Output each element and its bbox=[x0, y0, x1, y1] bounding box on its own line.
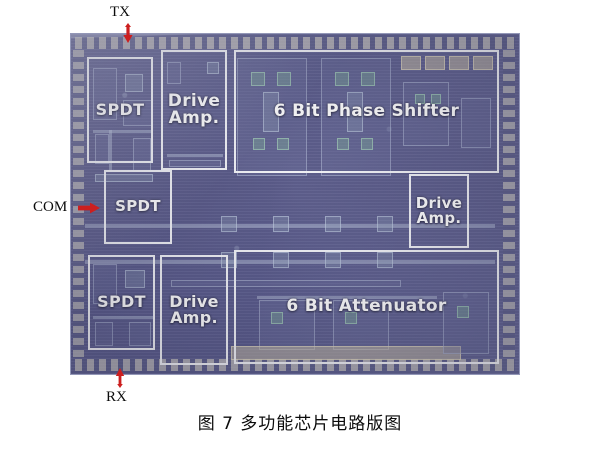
die-cell bbox=[273, 252, 289, 268]
die-cell bbox=[321, 58, 391, 176]
region-drive-amp-top[interactable]: Drive Amp. bbox=[161, 50, 227, 170]
region-attenuator-label: 6 Bit Attenuator bbox=[286, 296, 447, 317]
die-cell bbox=[95, 322, 113, 346]
region-phase-shifter[interactable]: 6 Bit Phase Shifter bbox=[234, 50, 499, 173]
die-trace bbox=[167, 154, 223, 157]
die-trace bbox=[93, 316, 153, 319]
die-cell bbox=[171, 280, 401, 287]
region-drive-amp-bottom[interactable]: Drive Amp. bbox=[160, 255, 228, 365]
die-cell bbox=[377, 216, 393, 232]
die-cell bbox=[361, 138, 373, 150]
bond-pad-rail-top bbox=[75, 37, 515, 49]
region-spdt-mid[interactable]: SPDT bbox=[104, 170, 172, 244]
die-cell bbox=[263, 92, 279, 132]
die-cell bbox=[95, 174, 153, 182]
die-cell bbox=[457, 306, 469, 318]
region-drive-amp-right-label-line2: Amp. bbox=[416, 209, 462, 227]
die-cell bbox=[237, 58, 307, 176]
bond-pad-rail-left bbox=[73, 50, 84, 358]
region-drive-amp-bottom-label-line1: Drive bbox=[169, 291, 219, 311]
die-cell bbox=[403, 82, 449, 146]
region-drive-amp-right[interactable]: Drive Amp. bbox=[409, 174, 469, 248]
die-cell bbox=[221, 216, 237, 232]
die-cell bbox=[449, 56, 469, 70]
die-cell bbox=[401, 56, 421, 70]
pin-label-tx: TX bbox=[110, 4, 130, 20]
die-cell bbox=[207, 62, 219, 74]
die-cell bbox=[337, 138, 349, 150]
die-trace bbox=[85, 260, 495, 264]
die-cell bbox=[325, 216, 341, 232]
die-cell bbox=[273, 216, 289, 232]
region-spdt-bottom[interactable]: SPDT bbox=[88, 255, 155, 350]
die-cell bbox=[169, 160, 221, 167]
die-cell bbox=[473, 56, 493, 70]
die-cell bbox=[271, 312, 283, 324]
die-cell bbox=[377, 252, 393, 268]
die-cell bbox=[129, 322, 151, 346]
chip-die-photo: SPDT Drive Amp. 6 Bit Phase Shifter SPDT… bbox=[71, 34, 519, 374]
die-trace bbox=[93, 130, 153, 133]
die-cell bbox=[415, 94, 425, 104]
die-trace bbox=[85, 224, 495, 228]
region-drive-amp-top-label-line2: Amp. bbox=[168, 108, 220, 128]
bond-pad-rail-right bbox=[503, 50, 515, 358]
die-cell bbox=[95, 134, 109, 164]
region-drive-amp-right-label-line1: Drive bbox=[415, 193, 463, 212]
die-cell bbox=[361, 72, 375, 86]
die-cell bbox=[335, 72, 349, 86]
region-spdt-top-label: SPDT bbox=[95, 99, 145, 119]
figure-caption: 图 7 多功能芯片电路版图 bbox=[197, 414, 403, 434]
region-spdt-bottom-label: SPDT bbox=[97, 292, 146, 312]
region-drive-amp-bottom-label-line2: Amp. bbox=[170, 308, 218, 327]
die-cell bbox=[251, 72, 265, 86]
die-cell bbox=[125, 74, 143, 92]
arrow-down-icon bbox=[123, 23, 133, 43]
die-cell bbox=[425, 56, 445, 70]
die-cell bbox=[93, 264, 117, 304]
arrow-up-icon bbox=[115, 368, 125, 388]
region-drive-amp-top-label-line1: Drive bbox=[167, 90, 221, 111]
die-cell bbox=[325, 252, 341, 268]
die-cell bbox=[431, 94, 441, 104]
die-cell bbox=[167, 62, 181, 84]
region-phase-shifter-label: 6 Bit Phase Shifter bbox=[273, 100, 460, 121]
die-cell bbox=[253, 138, 265, 150]
die-cell bbox=[345, 312, 357, 324]
die-cell bbox=[277, 138, 289, 150]
arrow-right-icon bbox=[78, 202, 100, 214]
die-trace bbox=[257, 296, 437, 299]
die-cell bbox=[277, 72, 291, 86]
die-cell bbox=[461, 98, 491, 148]
die-cell bbox=[347, 92, 363, 132]
die-cell bbox=[125, 270, 145, 288]
die-trace bbox=[109, 130, 112, 172]
region-spdt-top[interactable]: SPDT bbox=[87, 57, 153, 163]
die-cell bbox=[93, 68, 117, 120]
die-cell bbox=[443, 292, 489, 354]
pin-label-rx: RX bbox=[106, 389, 127, 405]
region-spdt-mid-label: SPDT bbox=[115, 197, 161, 216]
pin-label-com: COM bbox=[33, 199, 68, 215]
region-attenuator[interactable]: 6 Bit Attenuator bbox=[234, 250, 499, 364]
